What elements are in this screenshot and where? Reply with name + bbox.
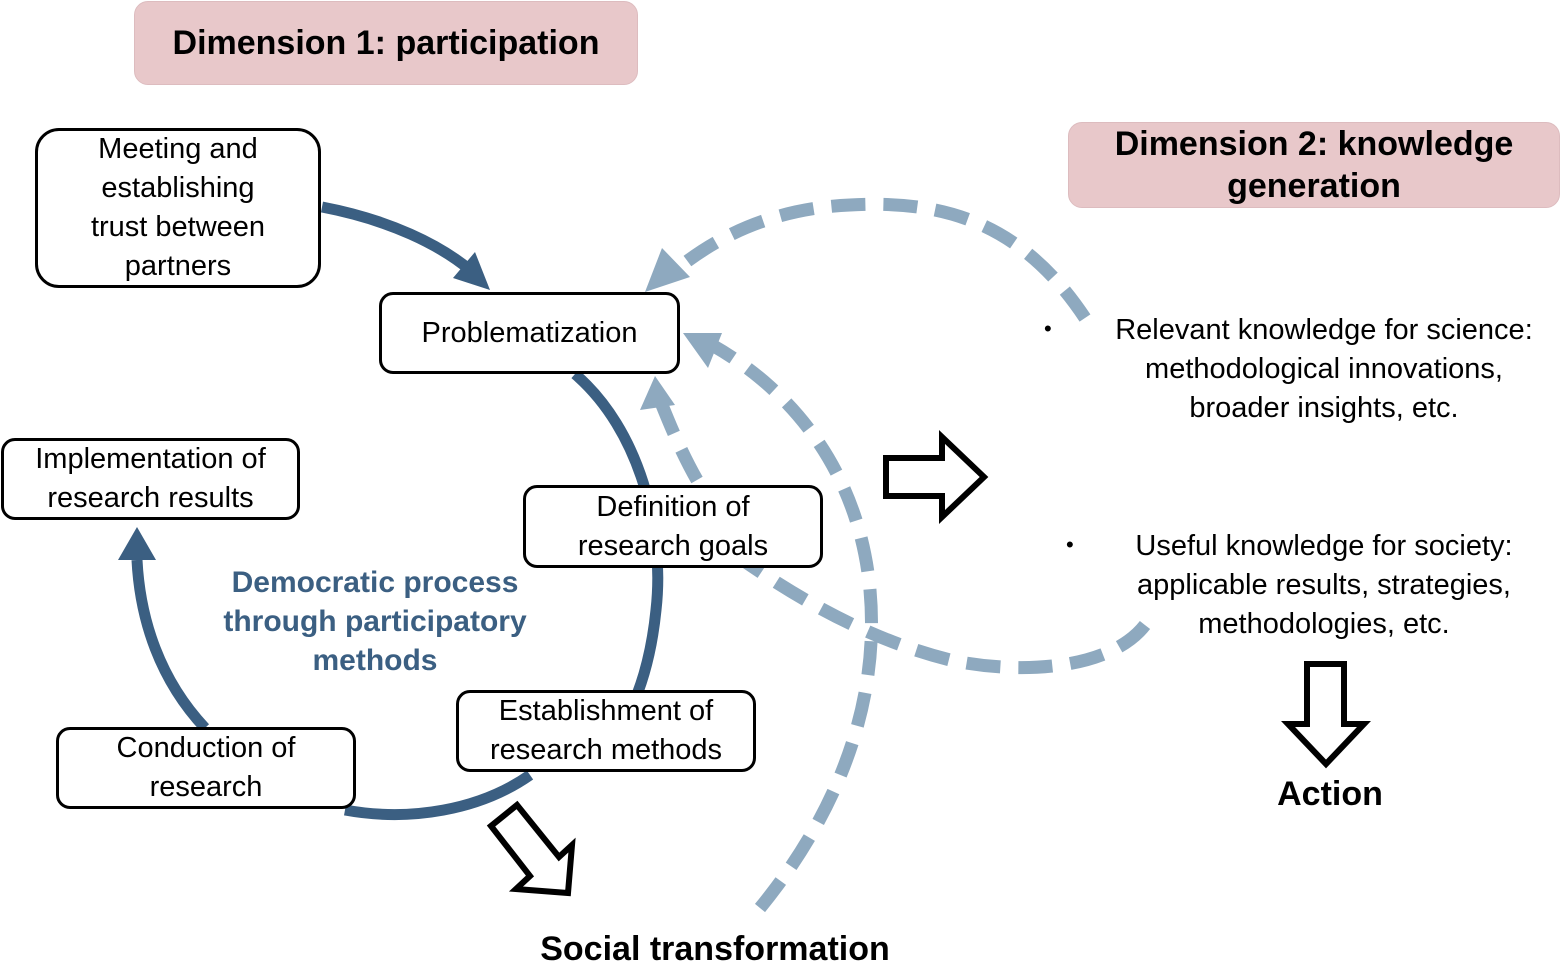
dimension-2-title-line1: Dimension 2: knowledge bbox=[1114, 125, 1514, 163]
feedback-arrowhead-definition bbox=[640, 376, 675, 410]
node-establishment-methods: Establishment of research methods bbox=[456, 690, 756, 772]
cycle-arrowhead-implement bbox=[118, 527, 156, 560]
knowledge-society-item: Useful knowledge for society: applicable… bbox=[1135, 530, 1513, 640]
feedback-arrowhead-science bbox=[645, 248, 690, 292]
bullet-icon: • bbox=[1066, 532, 1074, 557]
node-meeting-trust: Meeting and establishing trust between p… bbox=[35, 128, 321, 288]
social-transformation-label: Social transformation bbox=[540, 930, 890, 968]
cycle-arc-top bbox=[320, 201, 474, 275]
cycle-arc-left bbox=[131, 559, 210, 732]
dimension-1-title: Dimension 1: participation bbox=[172, 23, 600, 62]
block-arrow-down-icon bbox=[1281, 661, 1371, 769]
feedback-arrowheads bbox=[640, 248, 722, 410]
block-arrow-right-icon bbox=[883, 430, 989, 524]
node-definition-goals: Definition of research goals bbox=[523, 485, 823, 568]
node-problematization: Problematization bbox=[379, 292, 680, 374]
action-label: Action bbox=[1277, 775, 1383, 813]
feedback-arc-social bbox=[708, 339, 879, 913]
dimension-2-title-line2: generation bbox=[1227, 167, 1401, 205]
feedback-arc-society bbox=[736, 552, 1151, 675]
cycle-arc-bottom bbox=[344, 770, 534, 820]
block-arrow-down-right-icon bbox=[486, 800, 576, 897]
feedback-arrowhead-social bbox=[683, 333, 722, 368]
cycle-arrowheads bbox=[118, 252, 490, 560]
dimension-1-header: Dimension 1: participation bbox=[134, 1, 638, 85]
knowledge-science-item: Relevant knowledge for science: methodol… bbox=[1115, 314, 1533, 424]
feedback-arc-science bbox=[665, 197, 1091, 322]
node-implementation: Implementation of research results bbox=[1, 438, 300, 520]
dimension-2-header: Dimension 2: knowledge generation bbox=[1068, 122, 1560, 208]
feedback-arc-definition bbox=[653, 397, 703, 484]
bullet-icon: • bbox=[1044, 316, 1052, 341]
democratic-process-label: Democratic process through participatory… bbox=[223, 566, 527, 677]
node-conduction-research: Conduction of research bbox=[56, 727, 356, 809]
cycle-arrowhead-problem bbox=[453, 252, 490, 290]
